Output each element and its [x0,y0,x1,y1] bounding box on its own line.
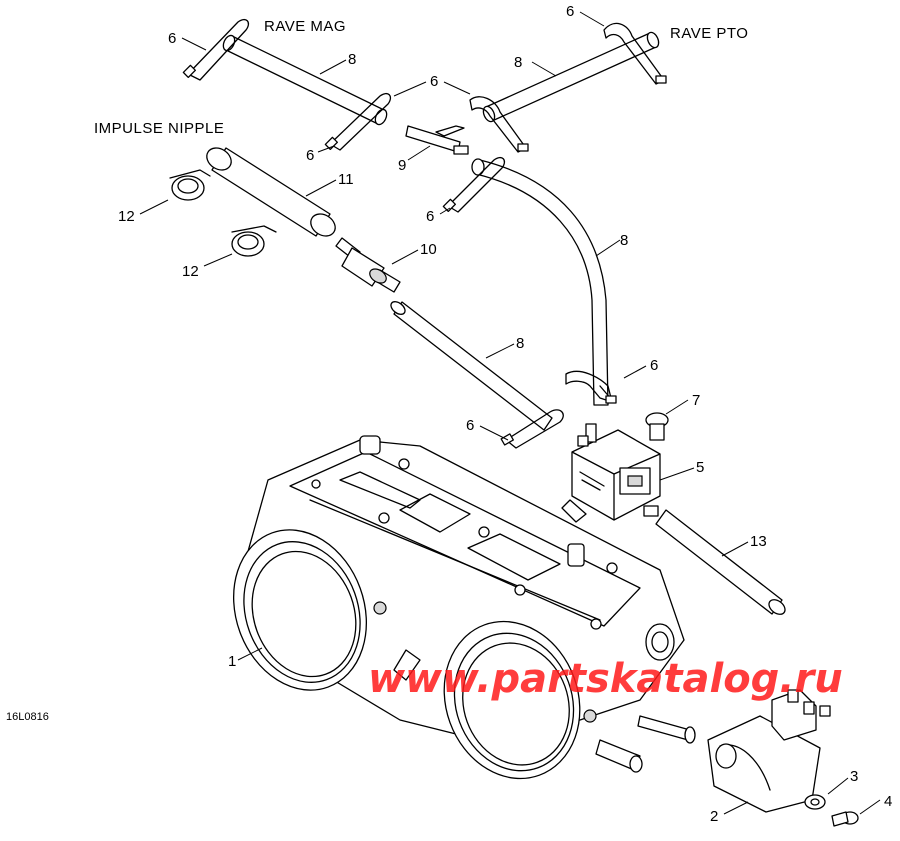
callout-6: 6 [430,73,438,90]
solenoid-valve [561,423,661,523]
callout-8: 8 [514,54,522,71]
spring-clamp-2 [231,225,277,257]
hose-diagonal [390,301,553,431]
callout-11: 11 [338,171,354,188]
callout-numbers: 6 8 6 8 6 6 9 11 12 6 8 10 12 8 6 7 6 5 … [118,3,892,825]
screw-4 [831,811,859,827]
callout-8: 8 [516,335,524,352]
callout-6: 6 [306,147,314,164]
leader-lines [139,11,881,815]
callout-13: 13 [750,533,767,550]
callout-6: 6 [650,357,658,374]
clamp-6 [565,370,617,404]
callout-6: 6 [168,30,176,47]
callout-8: 8 [348,51,356,68]
hose-curved [471,158,609,406]
callout-5: 5 [696,459,704,476]
callout-1: 1 [228,653,236,670]
short-hose [206,147,336,237]
clamp-1 [182,18,250,81]
callout-4: 4 [884,793,892,810]
callout-12: 12 [182,263,199,280]
callout-6: 6 [566,3,574,20]
clamp-5 [442,156,506,213]
hose-13 [655,509,786,615]
rave-mag-title: RAVE MAG [264,18,346,35]
hose-rave-pto [482,31,660,123]
callout-10: 10 [420,241,437,258]
clamp-3 [469,96,529,153]
spring-clamp-1 [169,169,211,201]
callout-6: 6 [426,208,434,225]
clamp-4 [603,22,667,85]
callout-7: 7 [692,392,700,409]
watermark: www.partskatalog.ru [368,656,843,702]
callout-6: 6 [466,417,474,434]
figure-code: 16L0816 [6,711,49,723]
t-fitting [405,125,469,155]
screw-7 [645,412,669,441]
rave-pto-title: RAVE PTO [670,25,748,42]
callout-3: 3 [850,768,858,785]
callout-9: 9 [398,157,406,174]
callout-8: 8 [620,232,628,249]
washer-3 [804,794,826,810]
impulse-nipple-title: IMPULSE NIPPLE [94,120,224,137]
callout-12: 12 [118,208,135,225]
callout-2: 2 [710,808,718,825]
check-valve [335,237,401,293]
throttle-body [232,435,696,780]
throttle-position-sensor [707,689,831,813]
